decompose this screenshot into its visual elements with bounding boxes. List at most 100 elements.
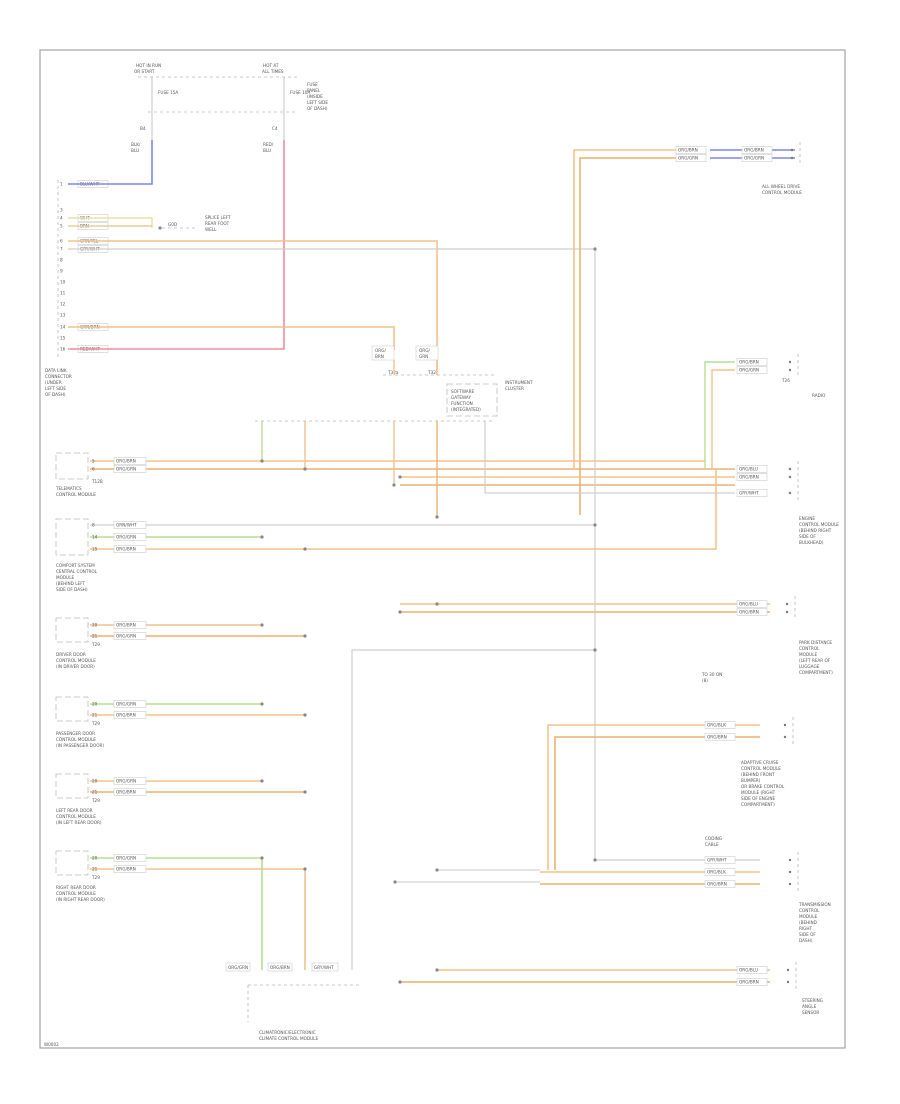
module-wire-label: ORG/GRN [116,702,136,707]
ground-label-prefix: G0D [168,222,177,227]
right-wire-tag [736,473,768,481]
radio-wire-2 [711,369,735,468]
right-pin [790,148,794,152]
right-module-name-line: CONTROL MODULE [741,766,781,771]
dlc-pin-6: 6 [60,239,63,244]
right-wire-label: GRY/WHT [739,491,759,496]
module-name-line: (IN DRIVER DOOR) [56,664,95,669]
right-fuse-wire-2: BLU [263,148,271,153]
module-pin: 20 [92,856,98,861]
splice-dots [260,247,597,984]
module-wire-label: ORG/BRN [116,790,136,795]
ic-label-2: CLUSTER [505,386,524,391]
right-wire-tag [741,146,773,154]
right-wire-tag [704,880,736,888]
right-wire-label: ORG/BRN [707,735,727,740]
dlc-pin-16: 16 [60,347,66,352]
right-wire-label: GRY/WHT [707,858,727,863]
right-wire-tag [736,358,768,366]
panel-note-3: (INSIDE [307,94,323,99]
right-fuse-wire-1: RED/ [263,142,274,147]
right-wire-label: ORG/BRN [739,475,759,480]
right-wire-label: ORG/BRN [678,148,698,153]
right-wire-label: ORG/BLU [739,602,758,607]
module-wire-label: GRN/WHT [116,523,137,528]
ic-sub-2: GATEWAY [451,395,471,400]
right-wire-label: ORG/BRN [739,610,759,615]
ic-wire-4: GRN [419,354,428,359]
dlc-pin-3: 3 [60,208,63,213]
right-module-name-line: ADAPTIVE CRUISE [741,760,779,765]
right-module-name-line: TRANSMISSION [798,902,831,907]
clim-name-1: CLIMATRONIC/ELECTRONIC [259,1030,316,1035]
module-wire-label: ORG/GRN [116,779,136,784]
module-box [55,452,89,480]
dlc-pin-5: 5 [60,224,63,229]
right-wire-tag [675,146,707,154]
right-wire-label: ORG/BRN [744,148,764,153]
dlc-label-2: CONNECTOR [45,374,72,379]
right-module-name-line: MODULE [799,652,818,657]
right-pin [788,870,792,874]
dlc-label-1: DATA LINK [45,368,67,373]
module-wire-tag [113,545,147,553]
module-name-line: RIGHT REAR DOOR [56,885,96,890]
right-wire-label: ORG/BRN [707,882,727,887]
right-wire-label: ORG/GRN [739,368,759,373]
module-pin: 21 [92,634,98,639]
module-wire-label: ORG/BRN [116,713,136,718]
module-name-line: PASSENGER DOOR [56,731,95,736]
right-module-name-line: SIDE OF ENGINE [741,796,776,801]
module-box [55,773,89,799]
right-module-name-line: DASH) [799,938,813,943]
right-module-name-line: BUMPER) [741,778,761,783]
acc-wire-2 [554,736,760,870]
right-fuse-pin: C4 [272,126,278,131]
right-wire-label: ORG/BRN [739,360,759,365]
module-box [55,850,89,876]
right-module-name-line: PARK DISTANCE [799,640,832,645]
pdc-note: TO 30 ON [701,672,722,677]
comfort-orange [90,469,717,550]
module-wire-tag [113,533,147,541]
module-wire-label: ORG/GRN [116,467,136,472]
dlc-pin-11: 11 [60,291,66,296]
dlc-pin-14: 14 [60,325,66,330]
right-fuse-label: FUSE 10A [290,90,310,95]
dlc-pin-7: 7 [60,247,63,252]
dlc-label-4: LEFT SIDE [45,386,66,391]
climatronic-module: ORG/GRN ORG/BRN GRY/WHT CLIMATRONIC/ELEC… [225,962,362,1041]
dlc-pin-8: 8 [60,258,63,263]
module-pin: 21 [92,790,98,795]
right-pin [788,368,792,372]
module-pin: 6 [92,467,95,472]
module-wire-tag [113,465,147,473]
right-module-name-line: (BEHIND [799,920,817,925]
right-module-name-line: SIDE OF [799,932,816,937]
clim-wire-3: GRY/WHT [314,965,334,970]
ic-wire-tag-right [415,345,439,361]
right-wire-tag [704,721,736,729]
module-connector: T29 [91,875,100,880]
module-wire-tag [113,777,147,785]
right-pin [788,882,792,886]
awd-wire-2 [579,157,680,160]
awd-wire-1 [573,149,680,160]
left-fuse-header-2: OR START [134,69,155,74]
module-name-line: MODULE [56,575,75,580]
right-pin [783,735,787,739]
module-wire-tag [113,865,147,873]
wire-wht [68,217,153,228]
radio-wire-1 [704,361,735,468]
right-module-name-line: BULKHEAD) [799,540,824,545]
right-wire-tag [704,868,736,876]
right-module-name-line: (BEHIND RIGHT [799,528,832,533]
module-pin: 8 [92,523,95,528]
right-wire-tag [736,966,768,974]
